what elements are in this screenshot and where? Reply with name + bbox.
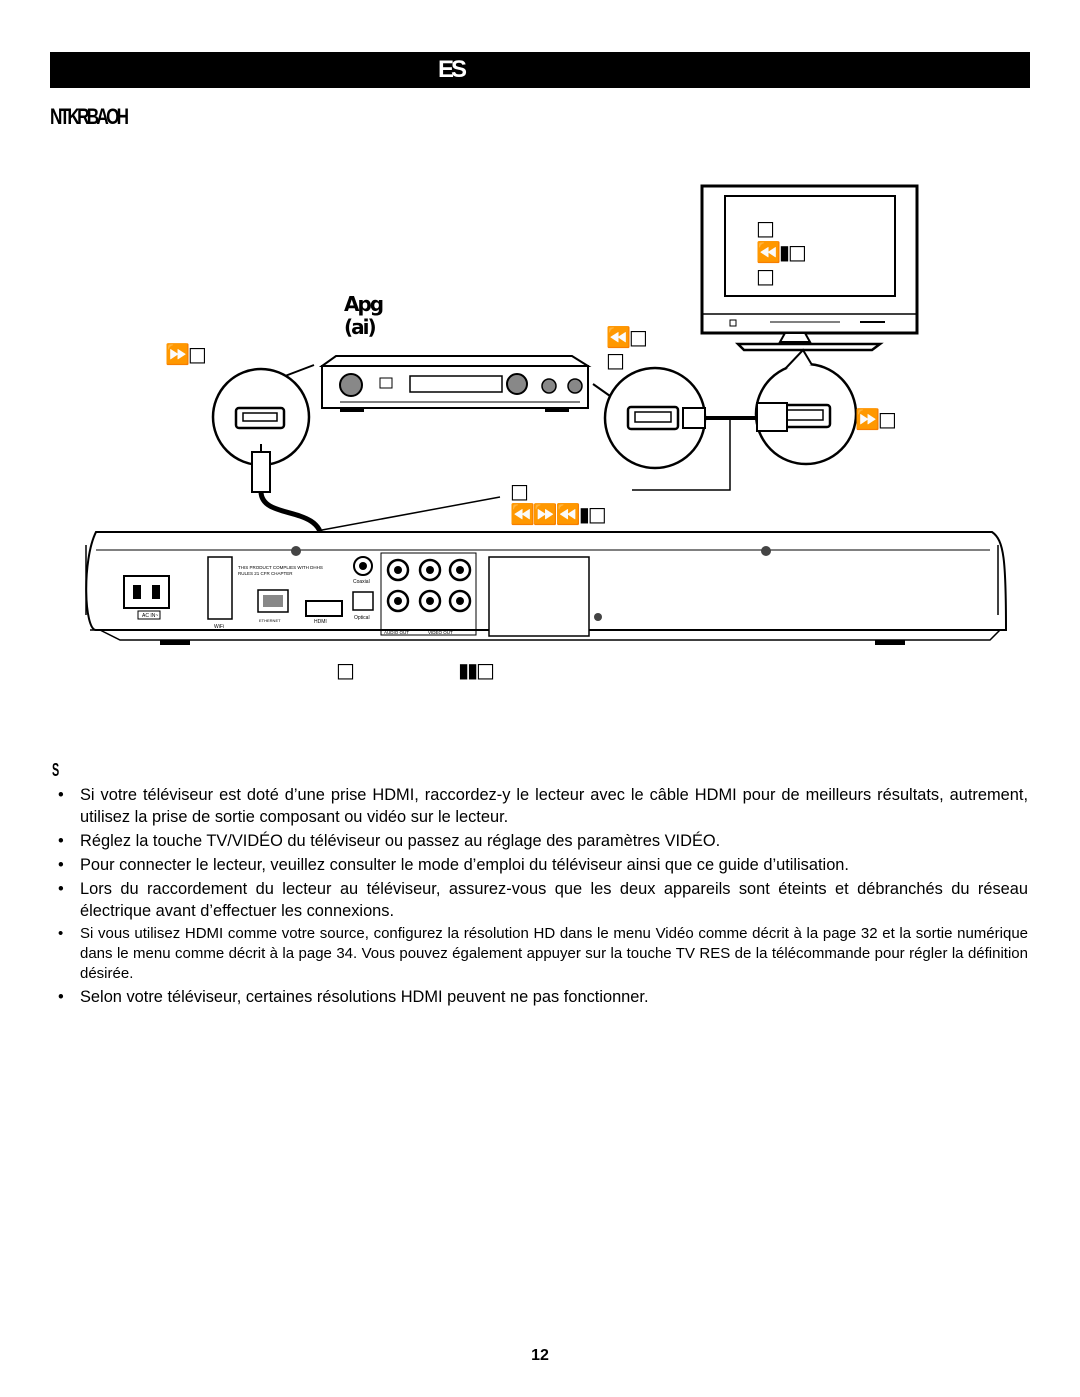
- page-number: 12: [531, 1347, 549, 1364]
- ac-in-label: AC IN~: [142, 613, 158, 619]
- list-item: Réglez la touche TV/VIDÉO du téléviseur …: [52, 830, 1028, 852]
- tv-hdmi-in-label: ⏩□: [855, 407, 897, 431]
- hdmi-cable-receiver-to-tv: [632, 402, 788, 491]
- compliance-text: THIS PRODUCT COMPLIES WITH DHHS: [238, 565, 323, 570]
- tv-screen-label-line3: □: [756, 264, 775, 288]
- list-item: Si votre téléviseur est doté d’une prise…: [52, 784, 1028, 828]
- audio-out-label: AUDIO OUT: [384, 630, 409, 635]
- svg-text:RULES 21 CFR CHAPTER: RULES 21 CFR CHAPTER: [238, 571, 293, 576]
- player-label-left: □: [336, 658, 355, 682]
- section-header-bar: ES: [50, 52, 1030, 88]
- player-rear-panel: THIS PRODUCT COMPLIES WITH DHHS RULES 21…: [85, 531, 1008, 645]
- receiver-hdmi-in-label: ⏩□: [165, 342, 207, 366]
- receiver-label-line1: Apg: [344, 292, 384, 316]
- tv-screen-label-line2: ⏪▮□: [756, 240, 807, 264]
- ethernet-port-label: ETHERNET: [259, 618, 281, 623]
- hdmi-cable-label-line1: □: [510, 479, 529, 503]
- connection-diagram: THIS PRODUCT COMPLIES WITH DHHS RULES 21…: [85, 184, 1008, 645]
- coaxial-port-label: Coaxial: [353, 579, 370, 585]
- receiver-hdmi-out-zoom: [592, 366, 707, 470]
- tv-illustration: [700, 184, 919, 352]
- receiver-label-line2: (ai): [344, 315, 377, 339]
- tv-screen-label-line1: □: [756, 216, 775, 240]
- hdmi-cable-label-line2: ⏪⏩⏪▮□: [510, 502, 607, 526]
- list-item: Lors du raccordement du lecteur au télév…: [52, 878, 1028, 922]
- av-receiver-illustration: [318, 355, 592, 412]
- receiver-hdmi-zoom: [211, 364, 315, 467]
- list-item: Selon votre téléviseur, certaines résolu…: [52, 986, 1028, 1008]
- notes-heading: S: [52, 760, 60, 780]
- video-out-label: VIDEO OUT: [428, 630, 453, 635]
- receiver-hdmi-out-label: ⏪□: [606, 325, 648, 349]
- list-item: Si vous utilisez HDMI comme votre source…: [52, 924, 1028, 984]
- list-item: Pour connecter le lecteur, veuillez cons…: [52, 854, 1028, 876]
- receiver-hdmi-out-label-2: □: [606, 348, 625, 372]
- wifi-port-label: WiFi: [214, 624, 224, 630]
- notes-list: Si votre téléviseur est doté d’une prise…: [52, 784, 1028, 1010]
- header-title: ES: [438, 56, 467, 83]
- section-title: NTKRBAOH: [50, 104, 129, 129]
- optical-port-label: Optical: [354, 615, 370, 621]
- hdmi-port-label: HDMI: [314, 619, 327, 625]
- player-label-right: ▮▮□: [458, 658, 495, 682]
